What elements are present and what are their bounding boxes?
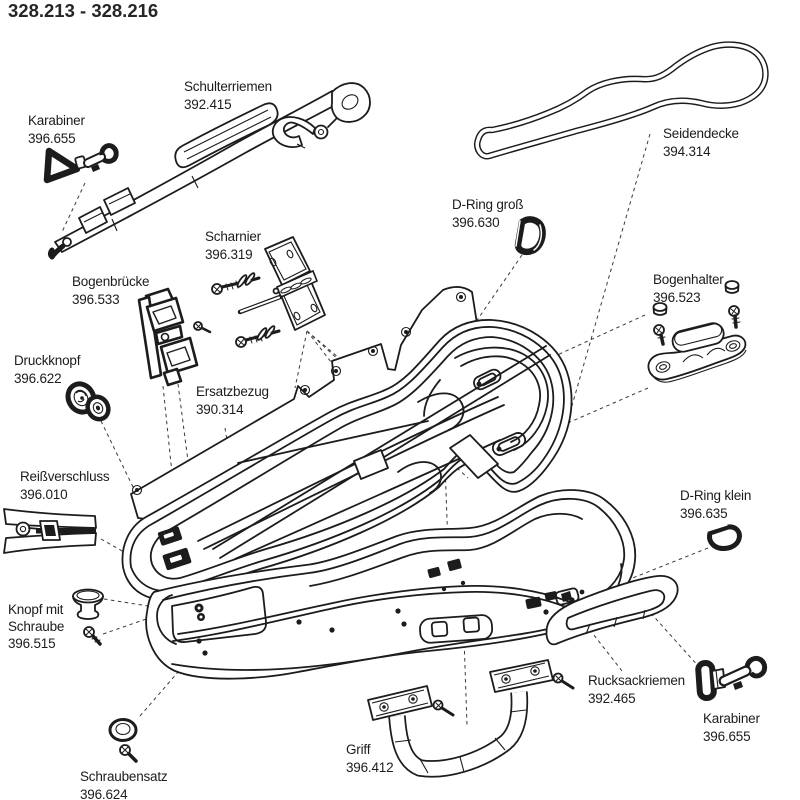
svg-text:Schraubensatz: Schraubensatz — [80, 769, 168, 784]
svg-text:396.010: 396.010 — [20, 487, 67, 502]
svg-text:Scharnier: Scharnier — [205, 229, 262, 244]
svg-text:396.635: 396.635 — [680, 506, 727, 521]
svg-text:396.630: 396.630 — [452, 215, 499, 230]
svg-text:Schulterriemen: Schulterriemen — [184, 79, 272, 94]
svg-text:Reißverschluss: Reißverschluss — [20, 469, 110, 484]
svg-text:396.655: 396.655 — [703, 729, 750, 744]
svg-text:Griff: Griff — [346, 742, 371, 757]
svg-text:396.622: 396.622 — [14, 371, 61, 386]
svg-text:Knopf mit: Knopf mit — [8, 602, 64, 617]
svg-text:Druckknopf: Druckknopf — [14, 353, 81, 368]
svg-text:392.465: 392.465 — [588, 691, 635, 706]
svg-text:Bogenbrücke: Bogenbrücke — [72, 274, 149, 289]
svg-text:Rucksackriemen: Rucksackriemen — [588, 673, 685, 688]
svg-text:D-Ring groß: D-Ring groß — [452, 197, 523, 212]
svg-text:Karabiner: Karabiner — [703, 711, 760, 726]
svg-text:Schraube: Schraube — [8, 619, 64, 634]
svg-text:390.314: 390.314 — [196, 402, 244, 417]
svg-text:396.515: 396.515 — [8, 636, 55, 651]
svg-text:392.415: 392.415 — [184, 97, 231, 112]
svg-text:396.624: 396.624 — [80, 787, 128, 800]
svg-text:D-Ring klein: D-Ring klein — [680, 488, 751, 503]
svg-text:396.523: 396.523 — [653, 290, 700, 305]
svg-text:Karabiner: Karabiner — [28, 113, 85, 128]
svg-text:Seidendecke: Seidendecke — [663, 126, 739, 141]
svg-text:396.319: 396.319 — [205, 247, 252, 262]
svg-text:396.533: 396.533 — [72, 292, 119, 307]
svg-text:396.655: 396.655 — [28, 131, 75, 146]
svg-text:328.213 - 328.216: 328.213 - 328.216 — [8, 0, 158, 21]
svg-text:Ersatzbezug: Ersatzbezug — [196, 384, 269, 399]
svg-text:Bogenhalter: Bogenhalter — [653, 272, 724, 287]
svg-text:394.314: 394.314 — [663, 144, 711, 159]
svg-text:396.412: 396.412 — [346, 760, 393, 775]
